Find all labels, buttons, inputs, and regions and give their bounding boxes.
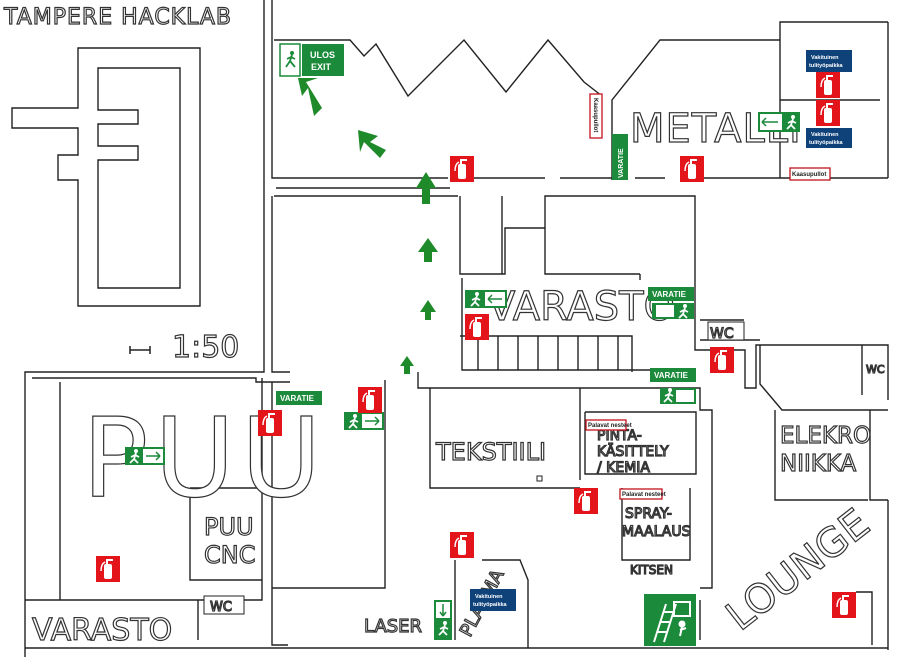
fire-extinguisher-icon	[449, 155, 475, 183]
scale-bar	[129, 346, 151, 354]
flammable-label-2: Palavat nesteet	[619, 488, 666, 500]
gas-bottles-label: Kaasupullot	[789, 167, 831, 181]
route-arrows	[298, 78, 438, 374]
room-puu-cnc-1: PUU	[204, 513, 254, 541]
hot-work-1-line2: tulityöpaikka	[809, 63, 844, 69]
exit-sign-laser	[434, 600, 452, 640]
hot-work-sign-3: Vakituinen tulityöpaikka	[470, 589, 516, 611]
room-spray-2: MAALAUS	[622, 524, 691, 540]
varatie-vertical-label: VARATIE	[618, 148, 625, 178]
varatie-sign-puu: VARATIE	[276, 391, 322, 405]
varatie-label-3: VARATIE	[280, 394, 315, 403]
room-laser: LASER	[364, 616, 422, 637]
room-pinta-2: KÄSITTELY	[597, 442, 669, 460]
wc-top-frame	[707, 321, 745, 341]
room-wc-bottom: WC	[210, 600, 232, 615]
emergency-ladder-sign	[644, 594, 696, 646]
room-kitsen: KITSEN	[630, 563, 673, 577]
room-wc-top: WC	[710, 326, 734, 342]
fire-extinguisher-icon	[709, 346, 735, 374]
title: TAMPERE HACKLAB	[3, 5, 232, 30]
room-puu-cnc-2: CNC	[204, 541, 255, 569]
room-pinta-3: / KEMIA	[597, 460, 650, 476]
room-varasto-bottom: VARASTO	[32, 613, 172, 648]
arrow-icon	[420, 300, 436, 320]
scale-label: 1:50	[172, 330, 239, 365]
exit-sign-varasto	[465, 290, 507, 308]
ladder-icon	[653, 601, 691, 643]
fire-extinguisher-icon	[357, 386, 383, 414]
exit-sign-puu-left	[125, 447, 165, 465]
hot-work-3-line1: Vakituinen	[475, 594, 503, 600]
flammable-text-1: Palavat nesteet	[588, 423, 632, 429]
hot-work-1-line1: Vakituinen	[811, 55, 839, 61]
fire-extinguisher-icon	[815, 99, 841, 127]
room-puu: PUU	[82, 394, 327, 522]
varatie-sign-vertical: VARATIE	[612, 134, 628, 180]
fire-extinguisher-icon	[815, 71, 841, 99]
exit-sign-metalli	[758, 112, 800, 132]
exit-sign: ULOS EXIT	[279, 43, 344, 77]
hot-work-sign-1: Vakituinen tulityöpaikka	[806, 50, 852, 72]
fire-extinguisher-icon	[573, 487, 599, 515]
exit-line2: EXIT	[311, 62, 332, 72]
arrow-icon	[416, 172, 436, 204]
fire-extinguisher-icon	[257, 409, 283, 437]
wc-bottom-frame	[203, 595, 245, 615]
hot-work-2-line2: tulityöpaikka	[809, 140, 844, 146]
marker	[536, 475, 543, 482]
stairwell-outline	[11, 47, 201, 307]
room-pinta-1: PINTA-	[597, 428, 642, 444]
room-wc-right: WC	[866, 363, 885, 376]
room-tekstiili: TEKSTIILI	[435, 438, 546, 466]
exit-line1: ULOS	[310, 50, 335, 60]
building-walls	[24, 0, 889, 657]
fire-extinguisher-icon	[95, 555, 121, 583]
flammable-text-2: Palavat nesteet	[622, 492, 666, 498]
room-spray-1: SPRAY-	[625, 506, 672, 522]
varatie-sign-lower: VARATIE	[650, 368, 696, 404]
running-man-icon	[285, 51, 296, 68]
gas-bottles-label-vertical: Kaasupullot	[589, 93, 603, 139]
gas-bottles-vertical: Kaasupullot	[592, 98, 598, 132]
exit-sign-puu-right	[344, 412, 384, 430]
arrow-icon	[418, 238, 438, 262]
varatie-sign-varasto: VARATIE	[648, 287, 694, 319]
room-elekro: ELEKRO	[780, 423, 871, 449]
hot-work-3-line2: tulityöpaikka	[473, 602, 508, 608]
flammable-label-1: Palavat nesteet	[585, 419, 632, 431]
varatie-label-1: VARATIE	[652, 290, 687, 299]
room-niikka: NIIKKA	[780, 451, 857, 477]
fire-extinguisher-icon	[449, 531, 475, 559]
room-varasto-center: VARASTO	[488, 284, 675, 330]
hot-work-sign-2: Vakituinen tulityöpaikka	[806, 128, 852, 148]
fire-extinguisher-icon	[464, 313, 490, 341]
room-lounge: LOUNGE	[718, 500, 879, 640]
fire-extinguisher-icon	[679, 155, 705, 183]
arrow-icon	[358, 130, 386, 158]
fire-extinguisher-icon	[831, 591, 857, 619]
varatie-label-2: VARATIE	[654, 371, 689, 380]
arrow-icon	[400, 356, 414, 374]
arrow-icon	[298, 78, 322, 116]
hot-work-2-line1: Vakituinen	[811, 132, 839, 138]
gas-bottles-text: Kaasupullot	[792, 172, 826, 178]
